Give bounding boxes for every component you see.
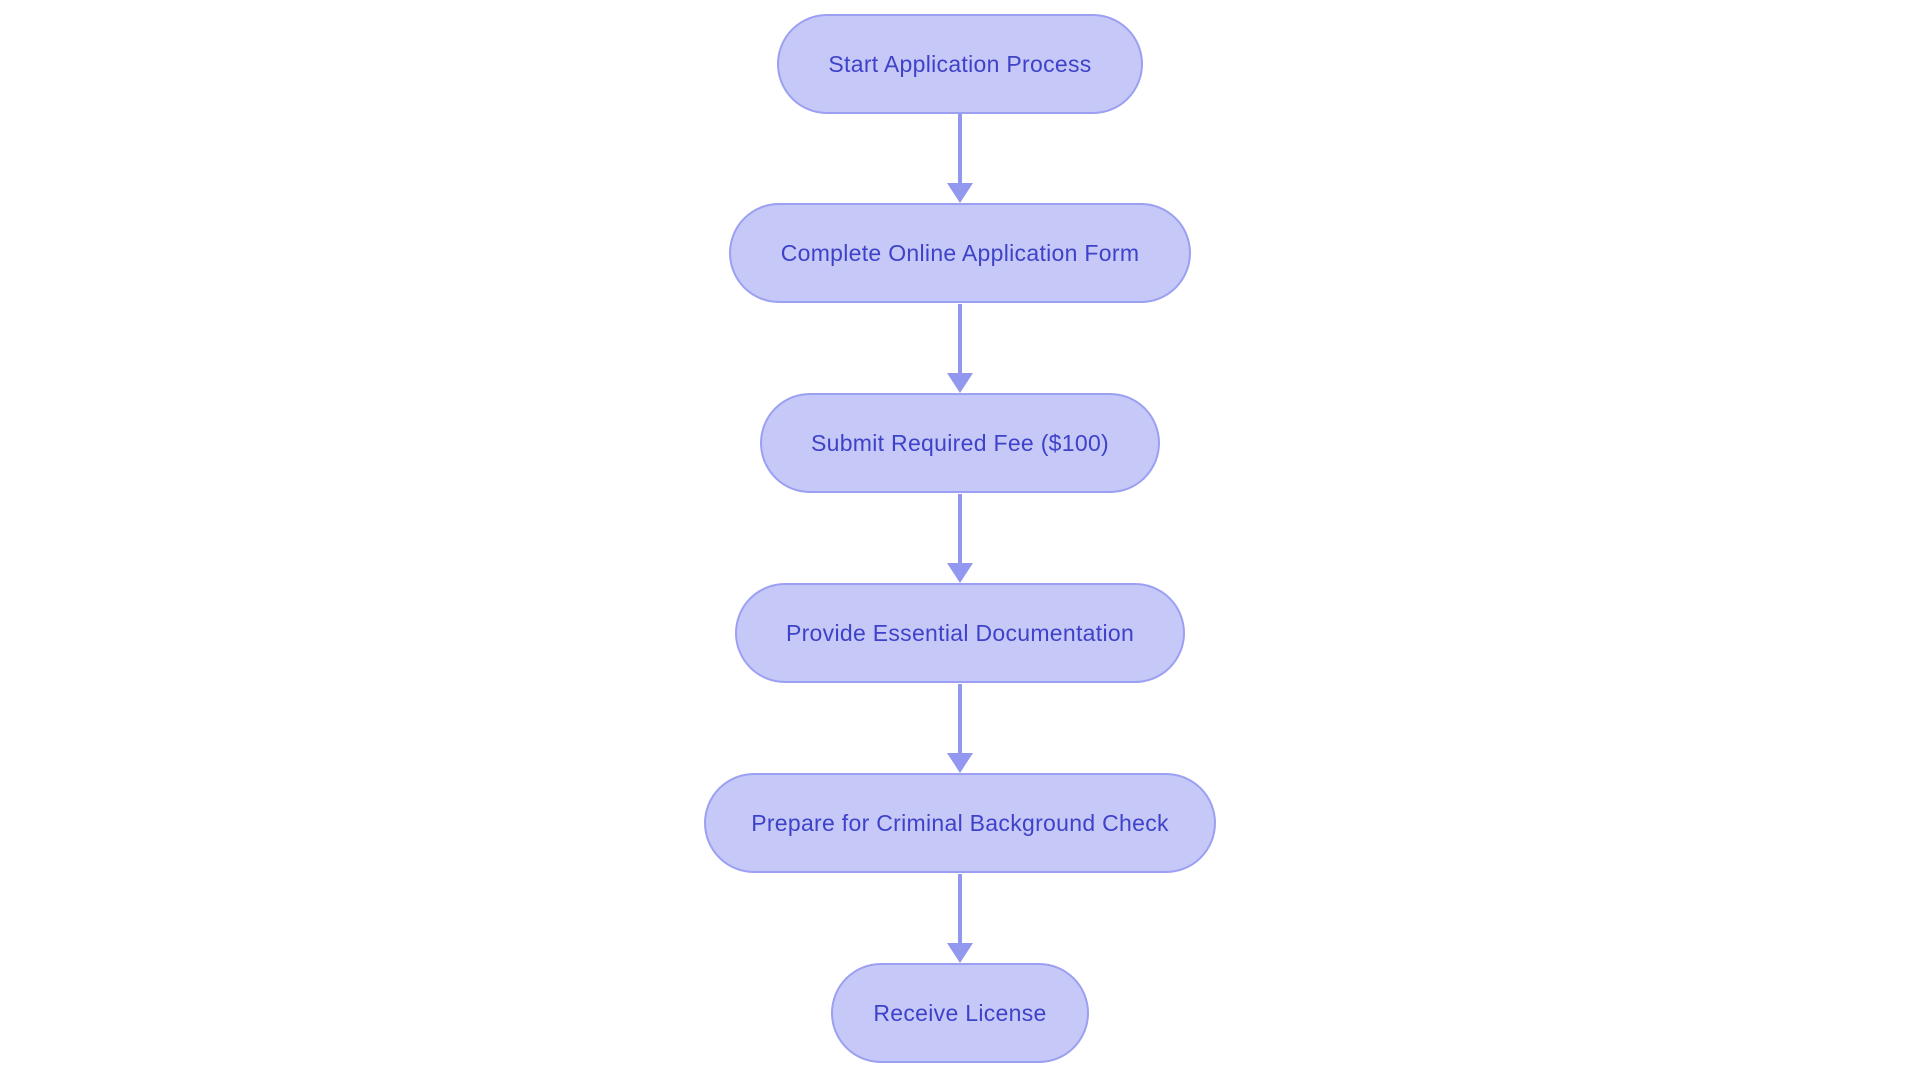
flow-node-label: Submit Required Fee ($100) xyxy=(810,429,1109,456)
arrow-down-connector xyxy=(947,874,973,963)
arrow-head-icon xyxy=(947,943,973,963)
flow-node-start-application: Start Application Process xyxy=(777,14,1143,114)
flow-node-provide-documentation: Provide Essential Documentation xyxy=(735,583,1185,683)
arrow-shaft xyxy=(958,304,962,373)
arrow-shaft xyxy=(958,114,962,183)
flow-node-online-application-form: Complete Online Application Form xyxy=(729,203,1191,303)
flow-node-background-check: Prepare for Criminal Background Check xyxy=(704,773,1216,873)
flow-node-label: Provide Essential Documentation xyxy=(785,619,1135,646)
flow-node-receive-license: Receive License xyxy=(831,963,1089,1063)
arrow-shaft xyxy=(958,494,962,563)
arrow-head-icon xyxy=(947,563,973,583)
flow-node-label: Prepare for Criminal Background Check xyxy=(751,809,1169,836)
arrow-shaft xyxy=(958,684,962,753)
arrow-down-connector xyxy=(947,684,973,773)
arrow-head-icon xyxy=(947,183,973,203)
arrow-down-connector xyxy=(947,304,973,393)
flow-node-label: Complete Online Application Form xyxy=(780,239,1140,266)
arrow-head-icon xyxy=(947,753,973,773)
arrow-head-icon xyxy=(947,373,973,393)
flow-node-submit-fee: Submit Required Fee ($100) xyxy=(760,393,1160,493)
arrow-down-connector xyxy=(947,494,973,583)
arrow-down-connector xyxy=(947,114,973,203)
flow-node-label: Receive License xyxy=(873,999,1047,1026)
flow-node-label: Start Application Process xyxy=(828,50,1092,77)
arrow-shaft xyxy=(958,874,962,943)
